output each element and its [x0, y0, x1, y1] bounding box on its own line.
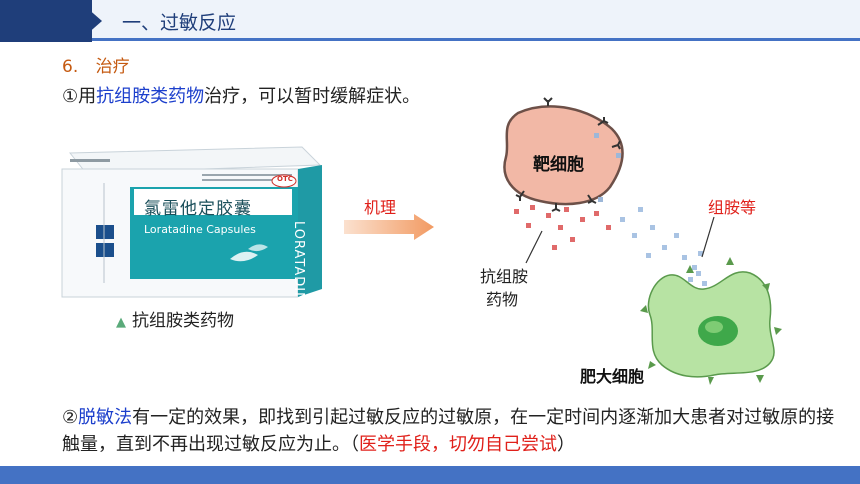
- header-accent-block: [0, 0, 92, 42]
- mast-cell-label: 肥大细胞: [580, 367, 645, 386]
- product-caption-text: 抗组胺类药物: [132, 311, 234, 331]
- section-number: 6.: [62, 57, 79, 77]
- para-end: ）: [557, 434, 575, 455]
- drug-label-line2: 药物: [486, 290, 519, 309]
- section-heading: 6. 治疗: [62, 52, 130, 77]
- box-name-en: Loratadine Capsules: [144, 223, 256, 236]
- box-badge: OTC: [277, 175, 293, 183]
- line1-highlight: 抗组胺类药物: [96, 86, 205, 107]
- para-body: 有一定的效果，即找到引起过敏反应的过敏原，在一定时间内逐渐加大患者对过敏原的接触…: [62, 407, 835, 455]
- target-cell-label: 靶细胞: [533, 155, 584, 175]
- line1-prefix: ①用: [62, 86, 97, 107]
- box-side-text: LORATADINE: [291, 221, 306, 313]
- drug-label-line1: 抗组胺: [480, 267, 529, 286]
- mechanism-diagram: [503, 97, 782, 385]
- header-bar: 一、过敏反应: [0, 0, 860, 42]
- para-highlight: 脱敏法: [78, 407, 133, 428]
- footer-bar: [0, 466, 860, 484]
- desensitization-paragraph: ②脱敏法有一定的效果，即找到引起过敏反应的过敏原，在一定时间内逐渐加大患者对过敏…: [62, 404, 852, 458]
- header-accent-notch: [78, 0, 102, 42]
- header-background: [92, 0, 860, 38]
- histamine-label: 组胺等: [708, 198, 757, 217]
- box-name-cn: 氯雷他定胶囊: [144, 199, 252, 219]
- mechanism-label: 机理: [364, 198, 397, 217]
- header-underline: [92, 38, 860, 41]
- page-title: 一、过敏反应: [122, 12, 237, 34]
- treatment-line-1: ①用抗组胺类药物治疗，可以暂时缓解症状。: [62, 82, 420, 108]
- line1-suffix: 治疗，可以暂时缓解症状。: [204, 86, 421, 107]
- mechanism-arrow-icon: [344, 214, 434, 240]
- para-prefix: ②: [62, 407, 79, 428]
- section-title: 治疗: [95, 57, 130, 77]
- medicine-box-image: OTC 氯雷他定胶囊 Loratadine Capsules LORATADIN…: [52, 143, 330, 312]
- product-caption: ▲ 抗组胺类药物: [116, 306, 234, 331]
- para-red-note: 医学手段，切勿自己尝试: [359, 434, 557, 455]
- triangle-icon: ▲: [116, 315, 126, 330]
